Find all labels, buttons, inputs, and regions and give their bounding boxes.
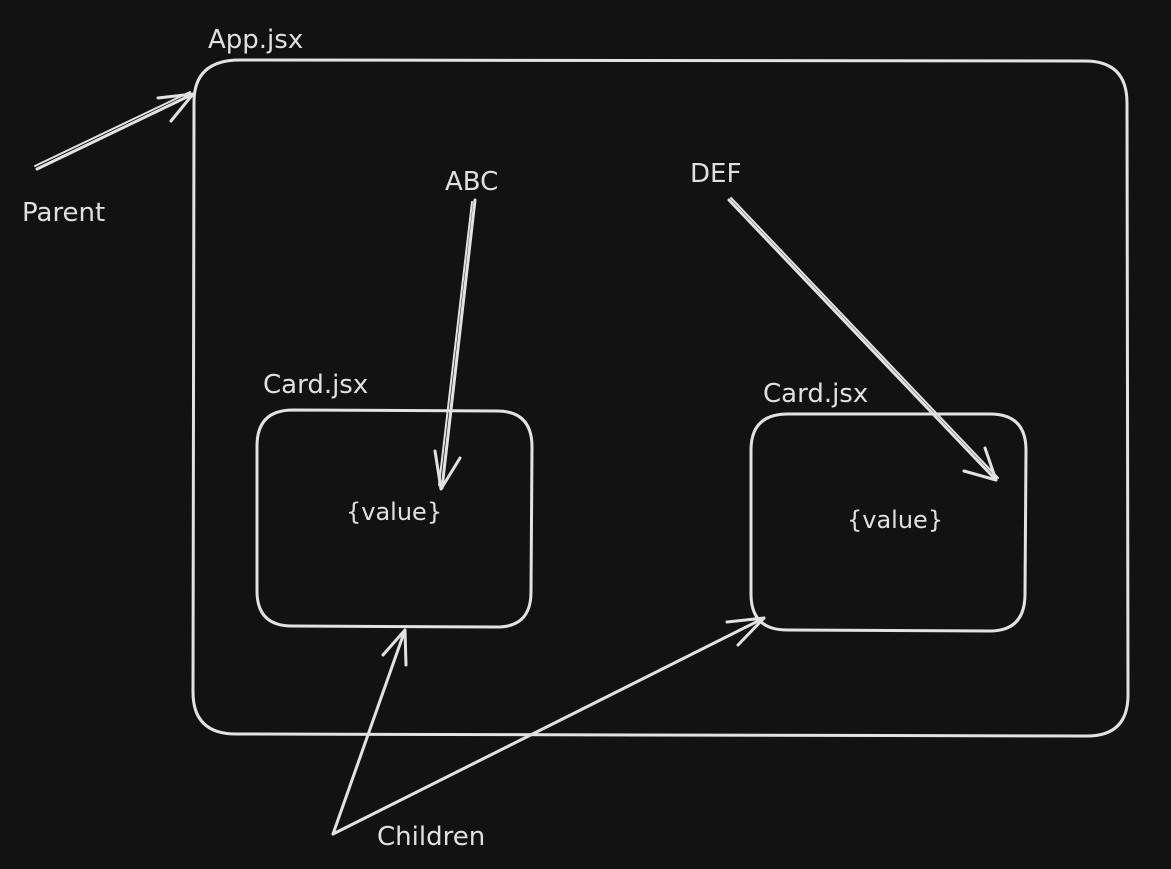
children-label: Children [377, 822, 486, 852]
abc-label: ABC [445, 167, 499, 197]
card-left-box [255, 408, 534, 629]
children-arrows [331, 616, 766, 836]
abc-arrow [433, 198, 477, 491]
def-arrow [727, 197, 999, 482]
card-right-box [749, 412, 1028, 633]
card-right-title: Card.jsx [763, 379, 869, 409]
card-left-value: {value} [346, 498, 443, 526]
parent-label: Parent [22, 198, 106, 228]
parent-arrow [34, 91, 195, 171]
card-right-value: {value} [847, 506, 944, 534]
app-container [191, 58, 1130, 738]
card-left-title: Card.jsx [263, 370, 369, 400]
def-label: DEF [690, 159, 742, 189]
app-label: App.jsx [208, 25, 304, 55]
